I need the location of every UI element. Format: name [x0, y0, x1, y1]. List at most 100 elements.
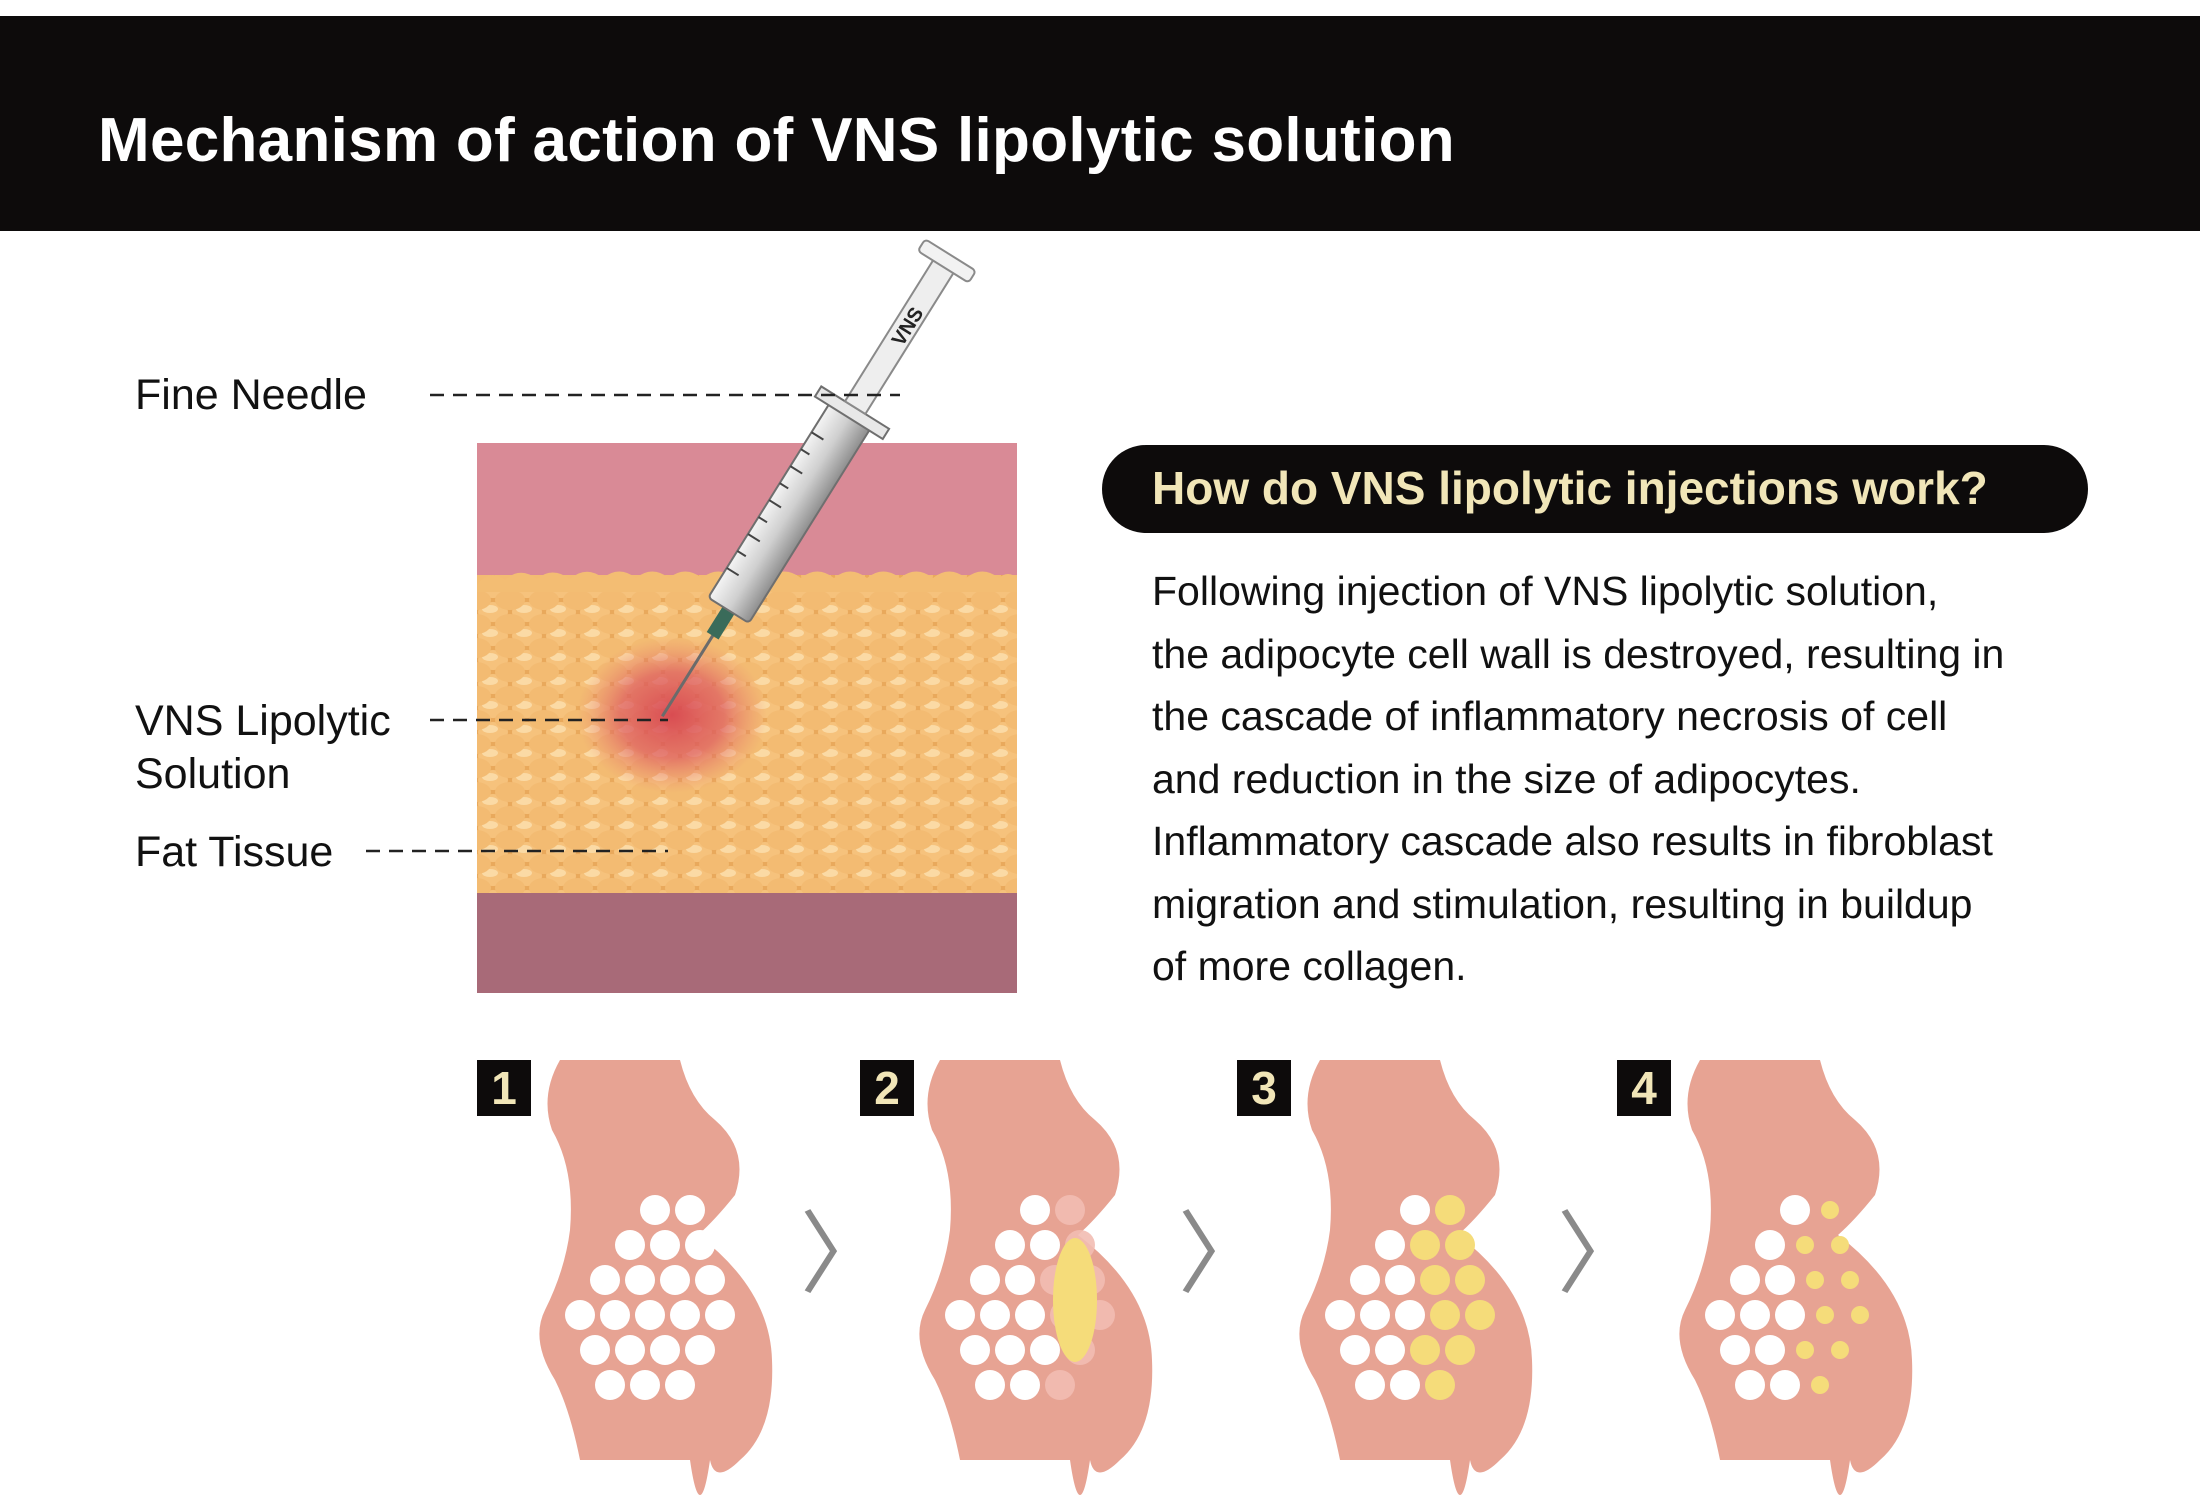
fat-cell [665, 1370, 695, 1400]
fat-cell [1410, 1335, 1440, 1365]
solution-label-line2: Solution [135, 750, 291, 798]
fat-cell [1045, 1370, 1075, 1400]
fat-cell [1821, 1201, 1839, 1219]
page-title: Mechanism of action of VNS lipolytic sol… [98, 106, 1455, 175]
fat-cell [1841, 1271, 1859, 1289]
fat-cell [630, 1370, 660, 1400]
body-silhouette [919, 1060, 1153, 1495]
fat-cell [1796, 1341, 1814, 1359]
fat-cell [1360, 1300, 1390, 1330]
fat-cell [1005, 1265, 1035, 1295]
step-number-4: 4 [1617, 1060, 1671, 1116]
fat-cell [635, 1300, 665, 1330]
fat-cell [1390, 1370, 1420, 1400]
fat-cell [1765, 1265, 1795, 1295]
step-bodies [539, 1060, 1913, 1495]
fat-cell [1811, 1376, 1829, 1394]
fat-cell [1806, 1271, 1824, 1289]
fat-cell [565, 1300, 595, 1330]
fat-cell [1735, 1370, 1765, 1400]
info-line: the adipocyte cell wall is destroyed, re… [1152, 630, 2005, 677]
info-line: of more collagen. [1152, 943, 1467, 989]
fat-cell [1030, 1335, 1060, 1365]
fat-cell [580, 1335, 610, 1365]
fat-cell [1375, 1230, 1405, 1260]
fat-cell [705, 1300, 735, 1330]
fat-cell [1780, 1195, 1810, 1225]
step-3-body [1299, 1060, 1533, 1495]
body-silhouette [539, 1060, 773, 1495]
info-heading: How do VNS lipolytic injections work? [1152, 462, 1988, 514]
fine-needle-label: Fine Needle [135, 371, 367, 419]
body-silhouette [1679, 1060, 1913, 1495]
info-line: migration and stimulation, resulting in … [1152, 880, 1973, 927]
syringe-tip [706, 606, 735, 640]
fat-cell [600, 1300, 630, 1330]
fat-cell [1385, 1265, 1415, 1295]
fat-cell [980, 1300, 1010, 1330]
fat-cell [1730, 1265, 1760, 1295]
fat-cell [975, 1370, 1005, 1400]
solution-label-line1: VNS Lipolytic [135, 697, 391, 745]
fat-tissue-label: Fat Tissue [135, 828, 334, 876]
step-1-body [539, 1060, 773, 1495]
fat-cell [595, 1370, 625, 1400]
fat-cell [1400, 1195, 1430, 1225]
fat-cell [1425, 1370, 1455, 1400]
fat-cell [1755, 1335, 1785, 1365]
fat-cell [615, 1230, 645, 1260]
dermis-bottom-layer [477, 893, 1017, 993]
fat-cell [1831, 1341, 1849, 1359]
plunger-head [918, 239, 976, 283]
fat-cell [1720, 1335, 1750, 1365]
fat-cell [1435, 1195, 1465, 1225]
fat-cell [960, 1335, 990, 1365]
barrel-scale [726, 431, 824, 577]
fat-cell [1796, 1236, 1814, 1254]
fat-cell [685, 1335, 715, 1365]
fat-cell [1445, 1335, 1475, 1365]
fat-cell [1375, 1335, 1405, 1365]
info-line: and reduction in the size of adipocytes. [1152, 755, 1861, 802]
info-body: Following injection of VNS lipolytic sol… [1152, 560, 2052, 998]
fat-cell [1430, 1300, 1460, 1330]
fat-cell [1020, 1195, 1050, 1225]
fat-cell [1465, 1300, 1495, 1330]
fat-cell [995, 1230, 1025, 1260]
fat-cell [1455, 1265, 1485, 1295]
step-number-2: 2 [860, 1060, 914, 1116]
info-line: Inflammatory cascade also results in fib… [1152, 818, 1993, 864]
info-line: the cascade of inflammatory necrosis of … [1152, 693, 1948, 739]
fat-cell [1755, 1230, 1785, 1260]
needle [661, 630, 717, 718]
fat-cell [615, 1335, 645, 1365]
fat-cell [1030, 1230, 1060, 1260]
step-arrow-1: 〉 [800, 1202, 890, 1307]
injection-solution [1053, 1238, 1097, 1362]
step-number-1: 1 [477, 1060, 531, 1116]
fat-cell [1395, 1300, 1425, 1330]
fat-cell [1775, 1300, 1805, 1330]
fat-cell [660, 1265, 690, 1295]
fat-cell [945, 1300, 975, 1330]
fat-cell [1010, 1370, 1040, 1400]
step-4-body [1679, 1060, 1913, 1495]
fat-cell [1740, 1300, 1770, 1330]
fat-cell [685, 1230, 715, 1260]
fat-cell [1816, 1306, 1834, 1324]
fat-cell [670, 1300, 700, 1330]
fat-cell [1355, 1370, 1385, 1400]
fat-cell [695, 1265, 725, 1295]
step-2-body [919, 1060, 1153, 1495]
skin-cross-section [477, 443, 1017, 993]
info-line: Following injection of VNS lipolytic sol… [1152, 568, 1939, 614]
fat-cell [650, 1335, 680, 1365]
fat-cell [1420, 1265, 1450, 1295]
fat-cell [650, 1230, 680, 1260]
fat-cell [1340, 1335, 1370, 1365]
body-silhouette [1299, 1060, 1533, 1495]
fat-cell [1410, 1230, 1440, 1260]
fat-cell [1325, 1300, 1355, 1330]
fat-cell [1851, 1306, 1869, 1324]
